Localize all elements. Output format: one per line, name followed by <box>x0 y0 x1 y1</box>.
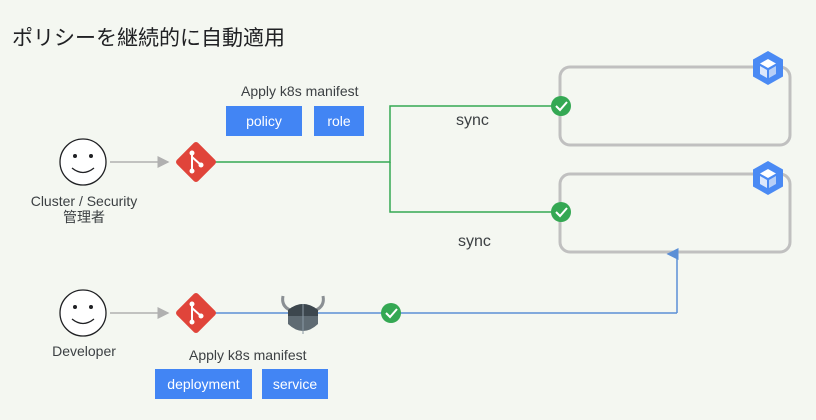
git-icon <box>176 293 216 333</box>
developer-label: Developer <box>52 343 116 359</box>
check-icon <box>551 202 571 222</box>
smiley-face-icon <box>59 289 107 337</box>
policy-chip: policy <box>226 106 302 136</box>
page-title: ポリシーを継続的に自動適用 <box>12 27 285 50</box>
apply-manifest-label-top: Apply k8s manifest <box>241 83 359 99</box>
smiley-face-icon <box>59 138 107 186</box>
cluster-admin-role: Cluster / Security <box>30 193 138 209</box>
role-chip: role <box>314 106 364 136</box>
sync-line-green <box>215 105 560 163</box>
sync-line-green-2 <box>389 162 560 213</box>
service-chip: service <box>262 369 328 399</box>
git-icon <box>176 142 216 182</box>
cluster-box-top <box>558 65 792 147</box>
deployment-chip: deployment <box>155 369 252 399</box>
sync-label-bottom: sync <box>458 233 491 250</box>
check-icon <box>381 303 401 323</box>
kubernetes-cluster-icon <box>753 51 783 85</box>
kubernetes-cluster-icon <box>753 161 783 195</box>
policy-agent-icon <box>281 295 325 334</box>
check-icon <box>551 96 571 116</box>
cluster-admin-title: 管理者 <box>63 209 105 225</box>
sync-label-top: sync <box>456 112 489 129</box>
apply-manifest-label-bottom: Apply k8s manifest <box>189 347 307 363</box>
cluster-admin-label: Cluster / Security 管理者 <box>20 193 148 225</box>
